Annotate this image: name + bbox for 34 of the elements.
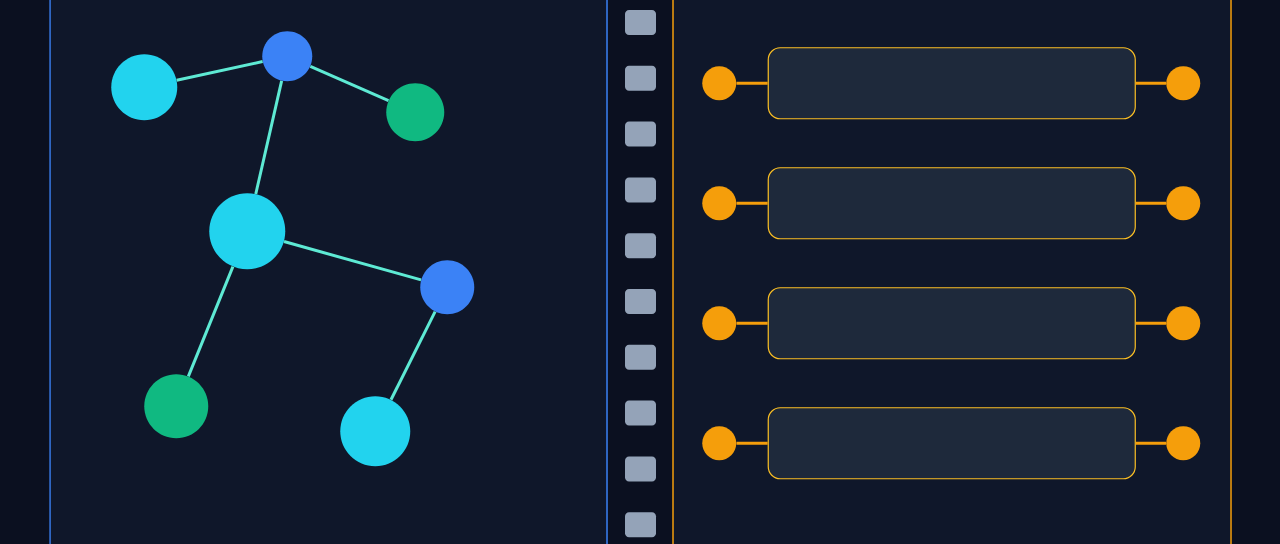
connector-dot xyxy=(702,306,737,341)
joint-dot xyxy=(262,31,313,82)
connector-dot xyxy=(1166,66,1201,101)
rounded-bar xyxy=(767,407,1136,480)
connector-line xyxy=(736,321,768,325)
link-line xyxy=(283,240,422,282)
connector-line xyxy=(1135,201,1167,205)
link-line xyxy=(186,266,235,377)
joint-dot xyxy=(111,54,178,121)
connector-dot xyxy=(1166,186,1201,221)
joint-dot xyxy=(209,193,286,270)
link-line xyxy=(254,80,284,195)
joint-dot xyxy=(386,83,445,142)
connector-line xyxy=(1135,441,1167,445)
connector-dot xyxy=(1166,306,1201,341)
connector-dot xyxy=(1166,426,1201,461)
joint-dot xyxy=(144,374,209,439)
rounded-bar xyxy=(767,167,1136,240)
joint-dot xyxy=(340,396,411,467)
joint-dot xyxy=(420,260,475,315)
connector-line xyxy=(736,201,768,205)
connector-line xyxy=(1135,321,1167,325)
connector-dot xyxy=(702,66,737,101)
link-line xyxy=(176,60,263,82)
link-line xyxy=(389,310,437,401)
rounded-bar xyxy=(767,287,1136,360)
link-line xyxy=(309,64,390,102)
connector-dot xyxy=(702,426,737,461)
connector-line xyxy=(736,81,768,85)
connector-line xyxy=(1135,81,1167,85)
panel xyxy=(49,0,608,544)
rounded-bar xyxy=(767,47,1136,120)
connector-line xyxy=(736,441,768,445)
connector-dot xyxy=(702,186,737,221)
